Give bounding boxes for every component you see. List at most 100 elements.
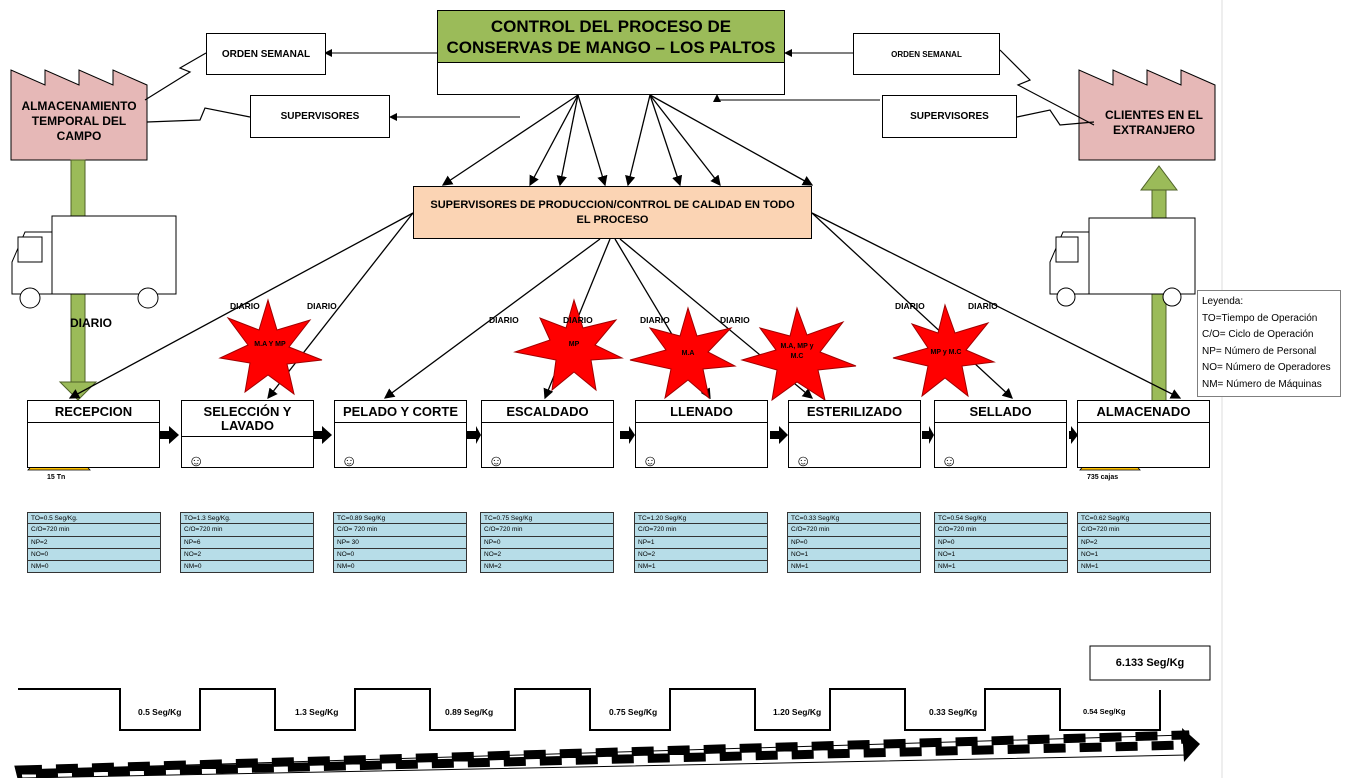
- data-row: TO=0.5 Seg/Kg.: [27, 512, 161, 525]
- supervisores-right: SUPERVISORES: [882, 95, 1017, 138]
- process-title: SELECCIÓN Y LAVADO: [203, 403, 292, 433]
- star-label: M.A: [681, 350, 695, 357]
- title-header: CONTROL DEL PROCESO DE CONSERVAS DE MANG…: [438, 11, 784, 63]
- data-row: C/O=720 min: [27, 524, 161, 537]
- supervisores-produccion-label: SUPERVISORES DE PRODUCCION/CONTROL DE CA…: [430, 198, 795, 226]
- data-row: NO=0: [333, 548, 467, 562]
- data-row: NM=0: [27, 561, 161, 574]
- data-table: TO=0.5 Seg/Kg. C/O=720 min NP=2 NO=0 NM=…: [27, 512, 161, 574]
- star-label: MP y M.C: [930, 349, 962, 356]
- timeline-value: 0.75 Seg/Kg: [609, 707, 658, 717]
- data-row: C/O=720 min: [934, 524, 1068, 537]
- almacen-factory-shape: [10, 69, 148, 161]
- process-box: RECEPCION: [27, 400, 160, 468]
- orden-left-label: ORDEN SEMANAL: [221, 48, 311, 60]
- diario-label: DIARIO: [563, 315, 593, 325]
- data-row: C/O=720 min: [787, 524, 921, 537]
- data-row: TC=1.20 Seg/Kg: [634, 512, 768, 525]
- supervisores-produccion-box: SUPERVISORES DE PRODUCCION/CONTROL DE CA…: [413, 186, 812, 239]
- operator-icon: ☺: [188, 453, 205, 470]
- timeline-value: 0.89 Seg/Kg: [445, 707, 494, 717]
- almacen-label: ALMACENAMIENTO TEMPORAL DEL CAMPO: [21, 99, 137, 143]
- data-row: NM=1: [1077, 561, 1211, 574]
- clientes-label: CLIENTES EN EL EXTRANJERO: [1104, 108, 1203, 137]
- sup-left-label: SUPERVISORES: [280, 111, 360, 122]
- process-title: PELADO Y CORTE: [335, 401, 466, 423]
- data-table: TC=0.89 Seg/Kg C/O= 720 min NP= 30 NO=0 …: [333, 512, 467, 574]
- operator-icon: ☺: [941, 453, 958, 470]
- legend-title: Leyenda:: [1202, 296, 1244, 307]
- truck-right-icon: [1049, 217, 1196, 307]
- orden-semanal-right: ORDEN SEMANAL: [853, 33, 1000, 75]
- data-table: TC=1.20 Seg/Kg C/O=720 min NP=1 NO=2 NM=…: [634, 512, 768, 574]
- process-title: SELLADO: [935, 401, 1066, 423]
- data-row: NP=2: [1077, 536, 1211, 549]
- data-table: TC=0.33 Seg/Kg C/O=720 min NP=0 NO=1 NM=…: [787, 512, 921, 574]
- process-box: LLENADO ☺: [635, 400, 768, 470]
- data-row: NP= 30: [333, 536, 467, 549]
- timeline-step-line: [18, 688, 1161, 731]
- data-table: TC=0.62 Seg/Kg C/O=720 min NP=2 NO=1 NM=…: [1077, 512, 1211, 574]
- data-row: NO=1: [787, 548, 921, 562]
- legend-item: NM= Número de Máquinas: [1202, 378, 1322, 390]
- operator-icon: ☺: [795, 453, 812, 470]
- inventory-right-label: 735 cajas: [1087, 474, 1119, 481]
- process-box: ALMACENADO: [1077, 400, 1210, 468]
- process-title: ALMACENADO: [1078, 401, 1209, 423]
- data-row: NM=0: [180, 561, 314, 574]
- data-row: NM=1: [787, 561, 921, 574]
- timeline-value: 1.3 Seg/Kg: [295, 707, 339, 717]
- data-table: TO=1.3 Seg/Kg. C/O=720 min NP=6 NO=2 NM=…: [180, 512, 314, 574]
- process-title: ESCALDADO: [482, 401, 613, 423]
- diario-label: DIARIO: [307, 301, 337, 311]
- data-row: C/O= 720 min: [333, 524, 467, 537]
- total-time: 6.133 Seg/Kg: [1115, 657, 1185, 669]
- data-row: TC=0.75 Seg/Kg: [480, 512, 614, 525]
- data-row: NO=0: [27, 548, 161, 562]
- process-title: RECEPCION: [28, 401, 159, 423]
- diario-label: DIARIO: [968, 301, 998, 311]
- data-row: NM=2: [480, 561, 614, 574]
- data-row: NO=1: [934, 548, 1068, 562]
- supervisores-left: SUPERVISORES: [250, 95, 390, 138]
- process-box: SELLADO ☺: [934, 400, 1067, 470]
- truck-left-icon: [11, 215, 177, 309]
- timeline-value: 0.54 Seg/Kg: [1083, 707, 1126, 716]
- diario-truck-label: DIARIO: [70, 316, 112, 330]
- data-row: C/O=720 min: [480, 524, 614, 537]
- data-row: C/O=720 min: [1077, 524, 1211, 537]
- timeline-value: 0.33 Seg/Kg: [929, 707, 978, 717]
- operator-icon: ☺: [642, 453, 659, 470]
- data-row: NM=1: [934, 561, 1068, 574]
- diario-label: DIARIO: [895, 301, 925, 311]
- data-row: C/O=720 min: [180, 524, 314, 537]
- diario-label: DIARIO: [720, 315, 750, 325]
- legend-box: Leyenda: TO=Tiempo de Operación C/O= Cic…: [1197, 290, 1341, 397]
- data-row: TC=0.33 Seg/Kg: [787, 512, 921, 525]
- diario-label: DIARIO: [640, 315, 670, 325]
- inventory-left-label: 15 Tn: [47, 474, 66, 481]
- legend-item: C/O= Ciclo de Operación: [1202, 329, 1314, 340]
- timeline-value: 1.20 Seg/Kg: [773, 707, 822, 717]
- data-row: NO=1: [1077, 548, 1211, 562]
- orden-right-label: ORDEN SEMANAL: [891, 49, 962, 59]
- data-table: TC=0.75 Seg/Kg C/O=720 min NP=0 NO=2 NM=…: [480, 512, 614, 574]
- data-row: C/O=720 min: [634, 524, 768, 537]
- operator-icon: ☺: [341, 453, 358, 470]
- diario-label: DIARIO: [230, 301, 260, 311]
- data-row: NP=2: [27, 536, 161, 549]
- data-row: NO=2: [634, 548, 768, 562]
- data-row: NP=1: [634, 536, 768, 549]
- legend-item: NP= Número de Personal: [1202, 345, 1317, 357]
- star-label: M.A Y MP: [254, 341, 286, 348]
- kaizen-stars: [218, 298, 996, 402]
- process-title: LLENADO: [636, 401, 767, 423]
- process-title: ESTERILIZADO: [789, 401, 920, 423]
- timeline-checkered-arrow: [14, 728, 1200, 778]
- operator-icon: ☺: [488, 453, 505, 470]
- legend-item: NO= Número de Operadores: [1202, 362, 1331, 373]
- diario-label: DIARIO: [489, 315, 519, 325]
- data-row: NO=2: [180, 548, 314, 562]
- data-row: NP=0: [787, 536, 921, 549]
- data-row: TC=0.62 Seg/Kg: [1077, 512, 1211, 525]
